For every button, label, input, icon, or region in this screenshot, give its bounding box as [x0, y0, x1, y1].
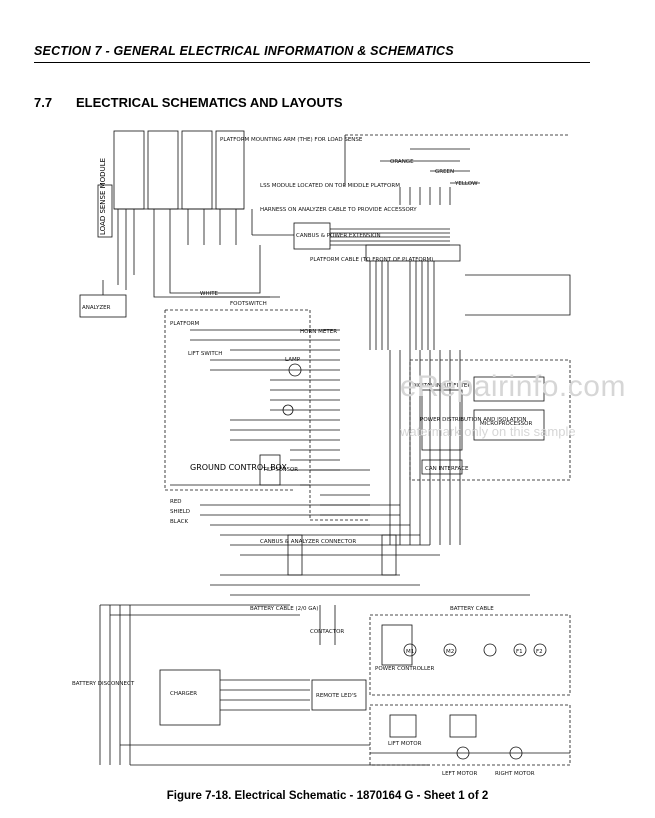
battery-disconnect-label: BATTERY DISCONNECT [72, 681, 135, 687]
m1-label: M1 [406, 649, 414, 655]
subsection-title: ELECTRICAL SCHEMATICS AND LAYOUTS [76, 95, 343, 110]
platform-note: PLATFORM MOUNTING ARM (THE) FOR LOAD SEN… [220, 137, 363, 143]
section-header: SECTION 7 - GENERAL ELECTRICAL INFORMATI… [34, 44, 454, 58]
horn-meter-label: HORN METER [300, 329, 337, 335]
subsection-heading: 7.7 ELECTRICAL SCHEMATICS AND LAYOUTS [34, 95, 343, 110]
f1-label: F1 [516, 649, 523, 655]
digital-input-label: DIGITAL INPUT FILTER [412, 383, 471, 389]
load-sense-module-box [97, 184, 113, 238]
m2-label: M2 [446, 649, 454, 655]
analyzer-label: ANALYZER [82, 305, 111, 311]
canbus-extension-box [293, 222, 331, 250]
yellow-label: YELLOW [454, 181, 478, 187]
charger-box [159, 669, 221, 726]
power-distribution-label: POWER DISTRIBUTION AND ISOLATION [420, 417, 527, 423]
red-label: RED [170, 499, 182, 505]
right-motor-label: RIGHT MOTOR [495, 771, 535, 777]
platform-cable-label: PLATFORM CABLE (TO FRONT OF PLATFORM) [310, 257, 433, 263]
footswitch-label: FOOTSWITCH [230, 301, 267, 307]
orange-label: ORANGE [390, 159, 414, 165]
load-sense-module-label: LOAD SENSE MODULE [99, 158, 107, 235]
shield-label: SHIELD [170, 509, 190, 515]
green-label: GREEN [435, 169, 454, 175]
watermark-subtext: watermark only on this sample [400, 424, 576, 439]
harness-note: HARNESS ON ANALYZER CABLE TO PROVIDE ACC… [260, 207, 417, 213]
electrical-schematic: PLATFORM MOUNTING ARM (THE) FOR LOAD SEN… [72, 130, 571, 777]
lss-note: LSS MODULE LOCATED ON TOP MIDDLE PLATFOR… [260, 183, 400, 189]
lift-switch-label: LIFT SWITCH [188, 351, 222, 357]
canbus-connector-label: CANBUS & ANALYZER CONNECTOR [260, 539, 356, 545]
lamp-icon [288, 363, 302, 377]
battery-cable-right-label: BATTERY CABLE [450, 606, 494, 612]
lift-motor-label: LIFT MOTOR [388, 741, 422, 747]
contactor-label: CONTACTOR [310, 629, 344, 635]
can-interface-label: CAN INTERFACE [425, 466, 469, 472]
remote-leds-label: REMOTE LED'S [316, 693, 357, 699]
power-controller-label: POWER CONTROLLER [375, 666, 435, 672]
ground-control-box-label: GROUND CONTROL BOX [190, 463, 287, 472]
lift-motor-box [389, 714, 417, 738]
canbus-label: CANBUS & POWER EXTENSION [296, 233, 381, 239]
platform-label: PLATFORM [170, 321, 200, 327]
white-label: WHITE [200, 291, 219, 297]
power-controller-box [381, 624, 413, 666]
lamp-label: LAMP [285, 357, 301, 363]
black-label: BLACK [170, 519, 188, 525]
microprocessor-label: MICROPROCESSOR [480, 421, 532, 427]
charger-label: CHARGER [170, 691, 197, 697]
left-motor-box [449, 714, 477, 738]
left-motor-label: LEFT MOTOR [442, 771, 477, 777]
figure-caption: Figure 7-18. Electrical Schematic - 1870… [166, 790, 489, 802]
tilt-sensor-label: TILT SENSOR [262, 467, 298, 473]
header-rule [34, 62, 590, 63]
watermark: eRepairinfo.com [400, 370, 626, 403]
f2-label: F2 [536, 649, 543, 655]
remote-leds-box [311, 679, 367, 711]
battery-cable-label: BATTERY CABLE (2/0 GA) [250, 606, 318, 612]
subsection-number: 7.7 [34, 95, 53, 110]
